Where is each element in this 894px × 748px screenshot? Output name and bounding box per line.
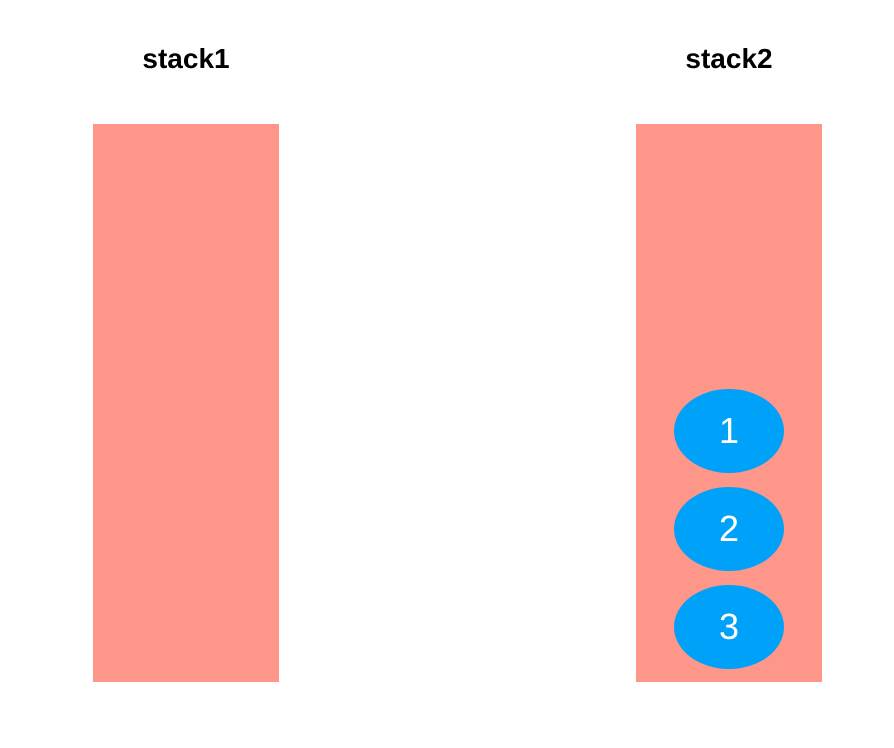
stack2-body: 1 2 3 (636, 124, 822, 682)
stack2-item-1: 1 (674, 389, 784, 473)
stack2-title: stack2 (685, 43, 773, 74)
stack1-body (93, 124, 279, 682)
stack2-item-2: 2 (674, 487, 784, 571)
stack1-title: stack1 (142, 43, 230, 74)
stack2-item-3: 3 (674, 585, 784, 669)
